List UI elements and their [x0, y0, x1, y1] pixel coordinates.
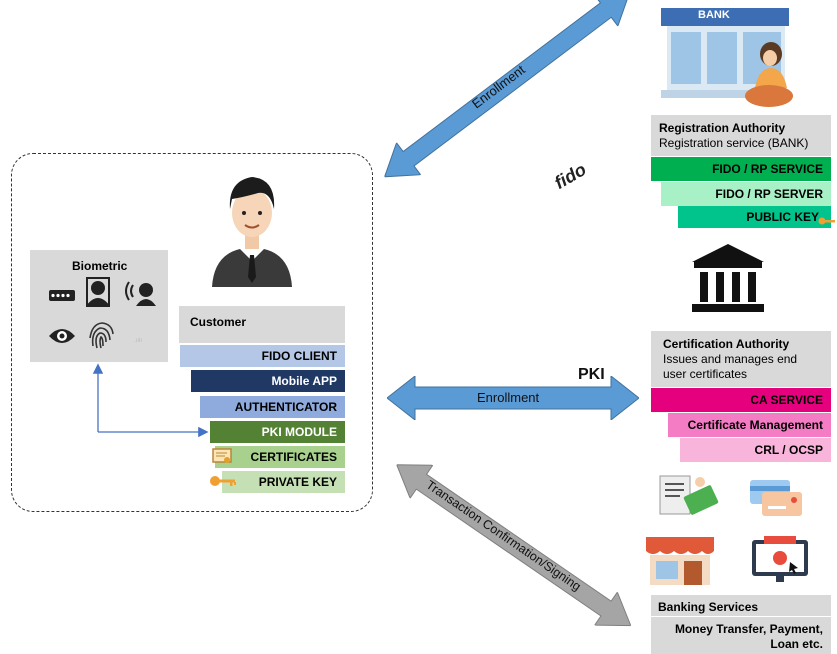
- key-icon: [210, 476, 236, 486]
- online-shop-icon: [752, 536, 808, 582]
- certification-authority-box: [651, 331, 831, 387]
- payment-cards-icon: [750, 480, 802, 516]
- customer-title: Customer: [190, 315, 247, 329]
- ca-service-layer: CA SERVICE: [651, 388, 831, 412]
- certificates-layer: CERTIFICATES: [215, 446, 345, 468]
- eye-icon: [49, 329, 75, 343]
- biometric-icons: .ıılı: [49, 277, 156, 349]
- customer-panel: [11, 153, 373, 512]
- banking-services-box: [651, 595, 831, 654]
- bank-sign: BANK: [698, 9, 730, 21]
- bank-branch-icon: [646, 537, 714, 585]
- private-key-layer: PRIVATE KEY: [222, 471, 345, 493]
- certification-subtitle-1: Issues and manages end: [663, 352, 798, 366]
- public-key-icon: [818, 217, 835, 225]
- certificate-management-layer: Certificate Management: [668, 413, 831, 437]
- fido-logo: fido: [550, 159, 590, 193]
- pin-code-icon: [49, 290, 75, 301]
- pki-enrollment-label: Enrollment: [477, 390, 540, 405]
- fido-rp-service-layer: FIDO / RP SERVICE: [651, 157, 831, 181]
- registration-authority-box: [651, 115, 831, 156]
- fido-rp-server-layer: FIDO / RP SERVER: [661, 182, 831, 206]
- fido-client-layer: FIDO CLIENT: [180, 345, 345, 367]
- banking-title: Banking Services: [658, 600, 759, 614]
- mobile-app-layer: Mobile APP: [191, 370, 345, 392]
- crl-ocsp-layer: CRL / OCSP: [680, 438, 831, 462]
- pki-enrollment-arrow: [387, 376, 639, 420]
- money-transfer-icon: [659, 475, 719, 515]
- authenticator-layer: AUTHENTICATOR: [200, 396, 345, 418]
- registration-title: Registration Authority: [659, 121, 786, 135]
- bank-building-icon: [661, 8, 793, 107]
- voice-recognition-icon: [125, 281, 156, 306]
- customer-header-box: [179, 306, 345, 343]
- biometric-pki-connector: [92, 363, 209, 438]
- customer-person-icon: [212, 177, 292, 287]
- certificate-icon: [212, 448, 232, 463]
- fingerprint-icon: [89, 322, 114, 349]
- svg-text:.ıılı: .ıılı: [134, 338, 142, 344]
- registration-subtitle: Registration service (BANK): [659, 136, 809, 150]
- pki-label: PKI: [578, 366, 605, 383]
- pki-module-layer: PKI MODULE: [210, 421, 345, 443]
- face-recognition-icon: [86, 277, 110, 307]
- biometric-title: Biometric: [72, 259, 128, 273]
- banking-line-1: Money Transfer, Payment,: [674, 622, 823, 636]
- institution-building-icon: [692, 244, 764, 312]
- banking-line-2: Loan etc.: [770, 637, 823, 651]
- certification-subtitle-2: user certificates: [663, 367, 748, 381]
- public-key-layer: PUBLIC KEY: [678, 206, 831, 228]
- certification-title: Certification Authority: [663, 337, 790, 351]
- banking-services-divider: [651, 616, 831, 617]
- transaction-label: Transaction Confirmation/Signing: [423, 477, 584, 594]
